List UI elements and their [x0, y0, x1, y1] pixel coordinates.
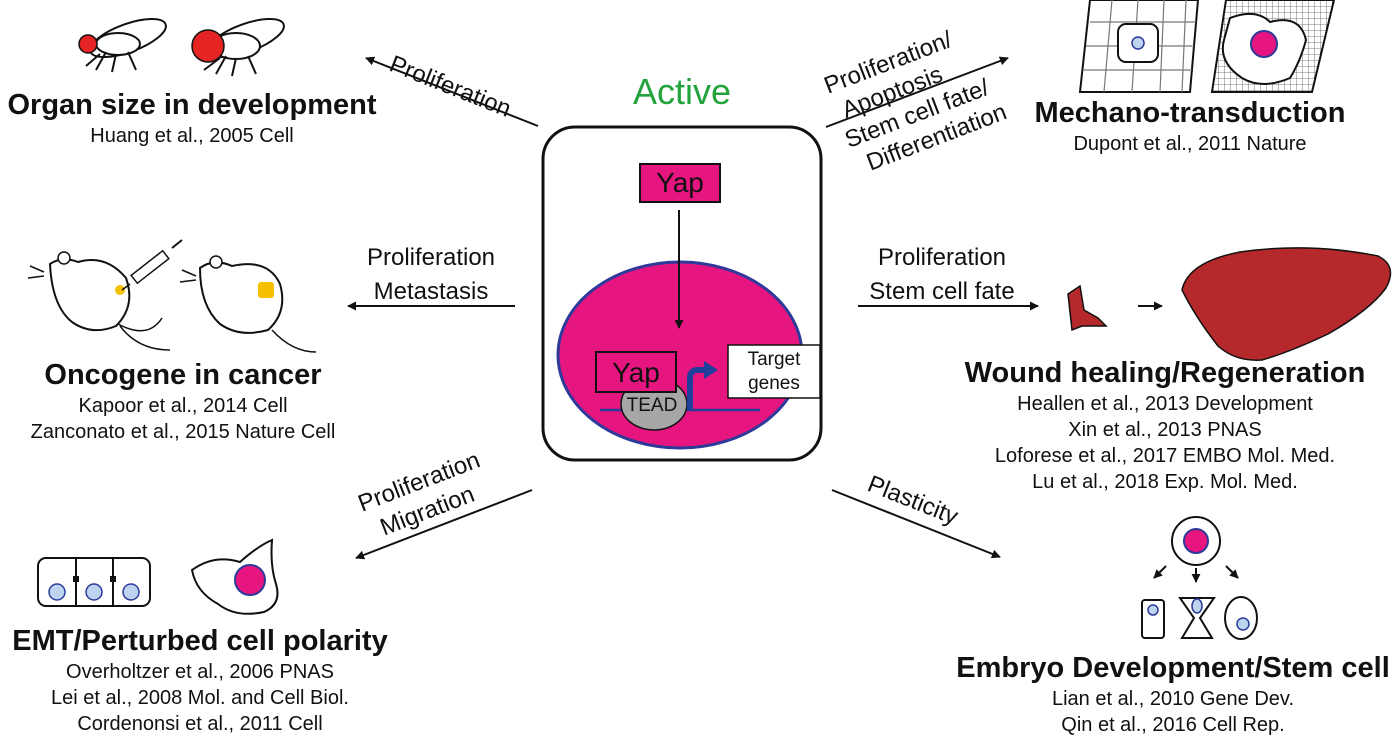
arrow-embryo	[831, 489, 1001, 559]
embryo-ref-2: Qin et al., 2016 Cell Rep.	[1061, 714, 1284, 736]
differentiation-arrow	[1153, 565, 1167, 579]
arrow-organ-label: Proliferation	[386, 50, 515, 122]
arrow-emt	[355, 489, 533, 560]
cell-icon	[1171, 516, 1221, 566]
arrow-mechano	[825, 56, 1009, 128]
cell-icon	[1224, 596, 1258, 640]
emt-ref-1: Overholtzer et al., 2006 PNAS	[66, 661, 334, 683]
emt-title: EMT/Perturbed cell polarity	[12, 625, 387, 657]
active-label: Active	[633, 71, 731, 112]
wound-ref-1: Heallen et al., 2013 Development	[1017, 393, 1313, 415]
arrow-wound-label-2: Stem cell fate	[869, 278, 1014, 305]
mechano-ref-1: Dupont et al., 2011 Nature	[1073, 133, 1306, 155]
liver-icon	[1067, 284, 1108, 332]
mechano-title: Mechano-transduction	[1035, 97, 1346, 129]
cell-icon	[1178, 597, 1216, 639]
cancer-ref-2: Zanconato et al., 2015 Nature Cell	[31, 421, 336, 443]
cancer-title: Oncogene in cancer	[44, 359, 321, 391]
yap-box-nucleus	[595, 351, 677, 393]
target-genes-line2: genes	[748, 373, 800, 394]
wound-ref-4: Lu et al., 2018 Exp. Mol. Med.	[1032, 471, 1298, 493]
emt-ref-3: Cordenonsi et al., 2011 Cell	[77, 713, 322, 735]
arrow-cancer-label-2: Metastasis	[374, 278, 489, 305]
cell-icon	[190, 538, 279, 615]
cancer-ref-1: Kapoor et al., 2014 Cell	[78, 395, 287, 417]
yap-box-cytoplasm	[639, 163, 721, 203]
embryo-title: Embryo Development/Stem cell	[956, 652, 1390, 684]
wound-ref-2: Xin et al., 2013 PNAS	[1068, 419, 1261, 441]
wound-title: Wound healing/Regeneration	[965, 357, 1366, 389]
organ-title: Organ size in development	[7, 89, 376, 121]
cell-icon	[1141, 599, 1165, 639]
arrow-organ	[365, 56, 539, 127]
mouse-icon	[27, 251, 171, 351]
matrix-grid-icon	[1210, 0, 1336, 93]
target-genes-line1: Target	[748, 349, 802, 370]
target-genes-box	[727, 344, 821, 399]
emt-ref-2: Lei et al., 2008 Mol. and Cell Biol.	[51, 687, 349, 709]
transcription-arrowhead-icon	[704, 361, 718, 379]
yap-label-cytoplasm: Yap	[656, 167, 704, 198]
mouse-icon	[179, 255, 317, 353]
transcription-arrow-icon	[687, 367, 706, 410]
differentiation-arrow	[1225, 565, 1239, 579]
wound-ref-3: Loforese et al., 2017 EMBO Mol. Med.	[995, 445, 1335, 467]
arrow-wound-label-1: Proliferation	[878, 244, 1006, 271]
liver-icon	[1181, 247, 1392, 361]
matrix-grid-icon	[1078, 0, 1200, 93]
fruit-fly-icon	[78, 18, 167, 73]
arrow-cancer-label-1: Proliferation	[367, 244, 495, 271]
tead-label: TEAD	[627, 395, 678, 416]
embryo-ref-1: Lian et al., 2010 Gene Dev.	[1052, 688, 1294, 710]
cell-icon	[37, 557, 151, 607]
syringe-icon	[121, 239, 183, 291]
fruit-fly-icon	[191, 18, 285, 77]
yap-label-nucleus: Yap	[612, 357, 660, 388]
organ-ref-1: Huang et al., 2005 Cell	[90, 125, 293, 147]
